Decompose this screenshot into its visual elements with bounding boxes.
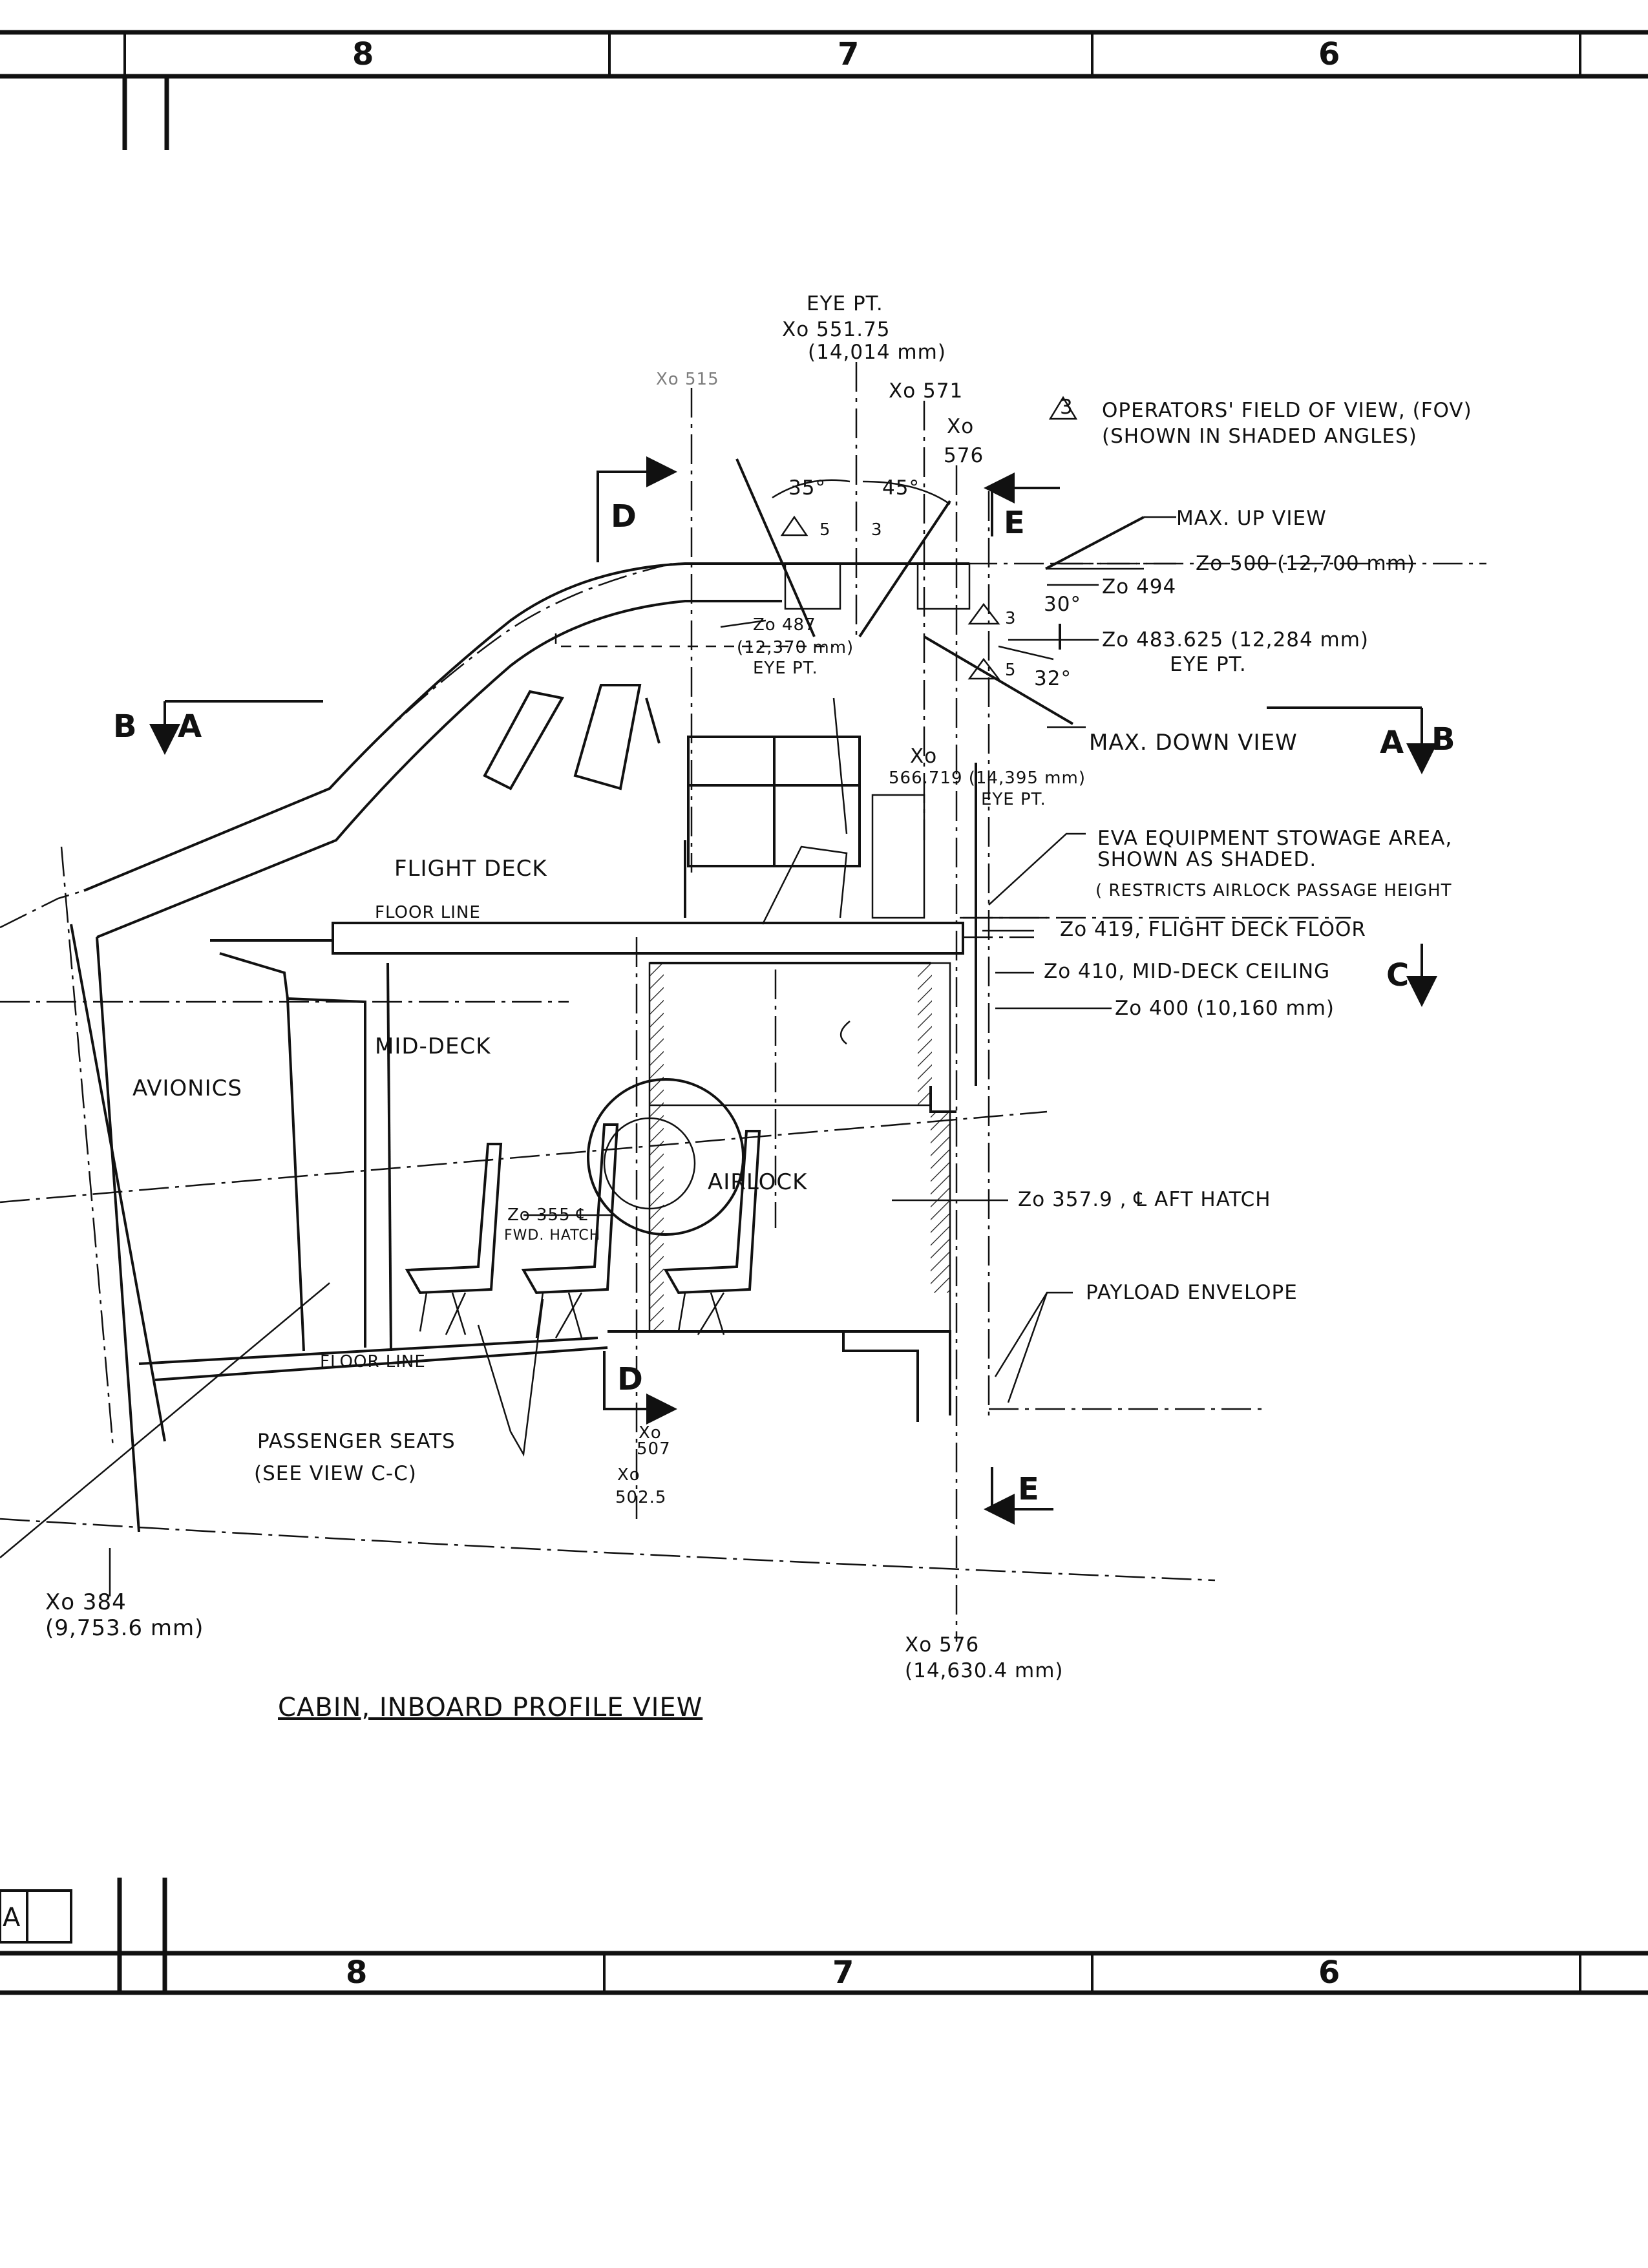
xo-576-bottom-b: (14,630.4 mm) — [905, 1659, 1064, 1682]
max-down-view-label: MAX. DOWN VIEW — [1089, 730, 1298, 756]
section-marker-e-top: E — [1004, 505, 1026, 541]
area-label-avionics: AVIONICS — [132, 1076, 242, 1101]
fov-note-triangle-icon — [1048, 396, 1078, 420]
z-483-eye-label: EYE PT. — [1170, 653, 1247, 676]
section-marker-e-bottom: E — [1018, 1471, 1040, 1507]
zone-label-top-8: 8 — [352, 36, 374, 72]
z-355-label-a: Zo 355 ℄ — [507, 1205, 588, 1225]
section-marker-b-right: B — [1431, 721, 1456, 758]
angle-35-label: 35° — [788, 476, 826, 500]
fov-sight-lines — [635, 362, 1267, 1538]
xo-507-label-a: Xo — [639, 1423, 662, 1443]
angle-45-label: 45° — [882, 476, 920, 500]
fov-note-line2: (SHOWN IN SHADED ANGLES) — [1102, 425, 1417, 448]
area-label-flight-deck: FLIGHT DECK — [394, 856, 547, 882]
z-487-label-c: EYE PT. — [753, 659, 818, 678]
area-label-airlock: AIRLOCK — [708, 1169, 808, 1195]
xo-576-bottom-a: Xo 576 — [905, 1633, 979, 1657]
passenger-seats-label-a: PASSENGER SEATS — [257, 1430, 456, 1453]
fov-mark-3-top: 3 — [871, 520, 883, 540]
fuselage-outline — [0, 562, 1486, 1582]
z-487-label-a: Zo 487 — [753, 615, 816, 635]
section-arrows — [149, 456, 1437, 1525]
passenger-seats-label-b: (SEE VIEW C-C) — [254, 1462, 417, 1485]
fov-note-line1: OPERATORS' FIELD OF VIEW, (FOV) — [1102, 399, 1472, 422]
xo-5025-label-a: Xo — [617, 1465, 640, 1485]
eye-pt-top-label: EYE PT. — [807, 292, 883, 315]
xo-515-label: Xo 515 — [656, 370, 719, 389]
eye-pt-top-x: Xo 551.75 — [782, 318, 891, 341]
eva-note-line2: SHOWN AS SHADED. — [1097, 848, 1316, 871]
xo-384-label-b: (9,753.6 mm) — [45, 1615, 204, 1641]
xo-507-label-b: 507 — [637, 1439, 671, 1459]
zone-label-top-7: 7 — [838, 36, 860, 72]
revision-letter: A — [3, 1903, 21, 1933]
floor-line-lower-label: FLOOR LINE — [320, 1352, 426, 1372]
z-400-label: Zo 400 (10,160 mm) — [1115, 997, 1335, 1020]
area-label-mid-deck: MID-DECK — [375, 1033, 491, 1059]
section-marker-b-left: B — [113, 708, 138, 745]
drawing-border-bottom — [0, 1878, 1648, 1995]
airlock-structure — [587, 962, 951, 1333]
section-marker-d-top: D — [611, 498, 637, 535]
xo-566-label-c: EYE PT. — [981, 790, 1046, 809]
fov-mark-5-top: 5 — [819, 520, 831, 540]
zone-label-bottom-7: 7 — [832, 1955, 854, 1991]
section-marker-a-left: A — [178, 708, 202, 745]
z-483-label: Zo 483.625 (12,284 mm) — [1102, 628, 1369, 652]
payload-envelope-label: PAYLOAD ENVELOPE — [1086, 1281, 1298, 1304]
zone-label-bottom-8: 8 — [346, 1955, 368, 1991]
angle-32-label: 32° — [1034, 667, 1072, 690]
drawing-border-top — [0, 30, 1648, 150]
leader-lines — [0, 516, 1183, 1558]
eye-pt-top-mm: (14,014 mm) — [808, 341, 946, 364]
xo-566-label-a: Xo — [910, 745, 937, 768]
section-marker-a-right: A — [1380, 725, 1404, 761]
xo-576-top-b: 576 — [944, 444, 984, 467]
z-357-label: Zo 357.9 , ℄ AFT HATCH — [1018, 1188, 1271, 1211]
xo-576-top-a: Xo — [947, 415, 974, 438]
drawing-title: CABIN, INBOARD PROFILE VIEW — [278, 1693, 703, 1722]
angle-30-label: 30° — [1044, 593, 1081, 616]
section-marker-d-bottom: D — [617, 1361, 644, 1397]
section-marker-c-right: C — [1386, 957, 1410, 993]
flight-deck-details — [483, 562, 971, 925]
zone-label-top-6: 6 — [1318, 36, 1340, 72]
floor-line-upper-label: FLOOR LINE — [375, 903, 481, 922]
z-494-label: Zo 494 — [1102, 575, 1176, 599]
fov-note-number: 3 — [1060, 396, 1073, 419]
z-410-label: Zo 410, MID-DECK CEILING — [1044, 960, 1330, 983]
zone-label-bottom-6: 6 — [1318, 1955, 1340, 1991]
xo-566-label-b: 566.719 (14,395 mm) — [889, 768, 1086, 788]
eva-note-line1: EVA EQUIPMENT STOWAGE AREA, — [1097, 827, 1452, 850]
z-500-label: Zo 500 (12,700 mm) — [1196, 552, 1415, 575]
z-487-label-b: (12,370 mm) — [737, 638, 854, 657]
max-up-view-label: MAX. UP VIEW — [1176, 507, 1327, 530]
fov-mark-5-right: 5 — [1005, 661, 1017, 680]
xo-5025-label-b: 502.5 — [615, 1488, 666, 1507]
xo-571-label: Xo 571 — [889, 379, 963, 403]
xo-384-label-a: Xo 384 — [45, 1589, 127, 1615]
z-419-label: Zo 419, FLIGHT DECK FLOOR — [1060, 918, 1366, 941]
passenger-seats-drawing — [405, 1123, 761, 1339]
fov-mark-3-right: 3 — [1005, 609, 1017, 628]
eva-note-line3: ( RESTRICTS AIRLOCK PASSAGE HEIGHT — [1095, 881, 1452, 900]
z-355-label-b: FWD. HATCH — [504, 1227, 600, 1244]
